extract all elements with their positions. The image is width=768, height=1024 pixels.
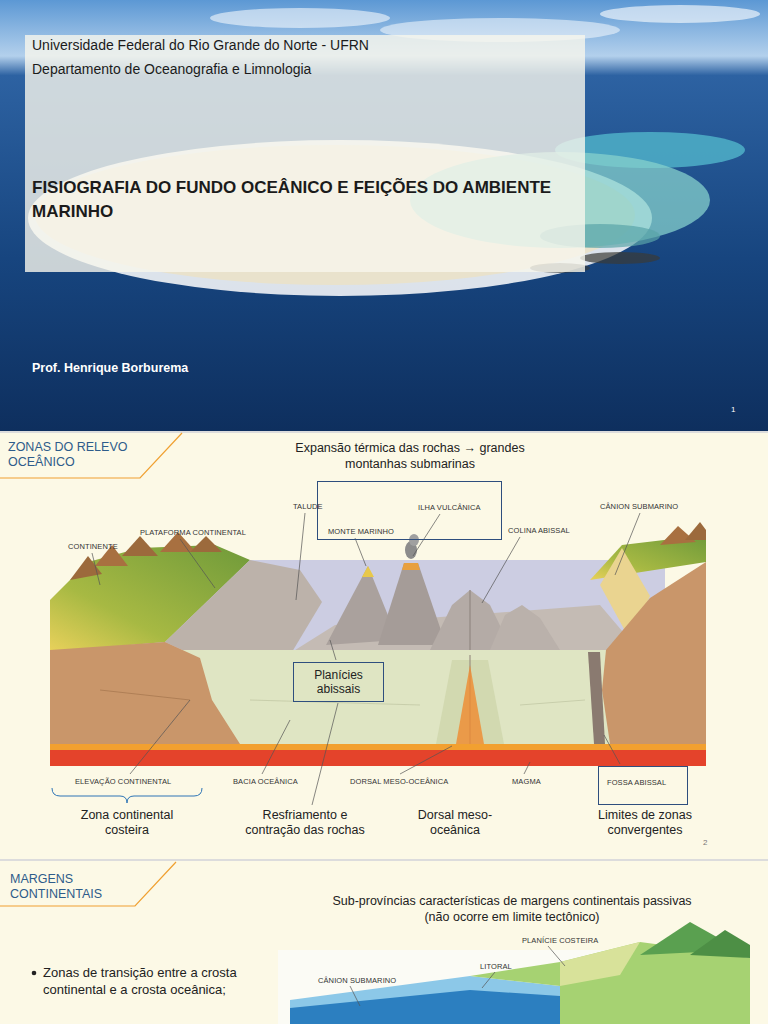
zone-caption: Resfriamento e contração das rochas <box>245 808 365 838</box>
feature-label: PLATAFORMA CONTINENTAL <box>140 528 246 537</box>
feature-label: Planícies abissais <box>304 668 374 696</box>
annotation-text: Expansão térmica das rochas → grandes mo… <box>275 440 545 472</box>
department-name: Departamento de Oceanografia e Limnologi… <box>32 60 311 78</box>
section-heading: ZONAS DO RELEVO OCEÂNICO <box>8 440 133 470</box>
institution-name: Universidade Federal do Rio Grande do No… <box>32 36 369 54</box>
feature-label: ILHA VULCÂNICA <box>418 503 481 512</box>
feature-label: TALUDE <box>293 502 323 511</box>
title-panel: Universidade Federal do Rio Grande do No… <box>25 35 585 272</box>
feature-label: FOSSA ABISSAL <box>607 778 666 787</box>
author-name: Prof. Henrique Borburema <box>32 361 188 375</box>
feature-label: PLANÍCIE COSTEIRA <box>522 936 598 945</box>
bullet-text: Zonas de transição entre a crosta contin… <box>43 964 243 998</box>
feature-label: BACIA OCEÂNICA <box>233 777 298 786</box>
feature-label: CÂNION SUBMARINO <box>318 976 396 985</box>
slide-title: FISIOGRAFIA DO FUNDO OCEÂNICO E FEIÇÕES … <box>32 176 577 224</box>
highlight-box: FOSSA ABISSAL <box>598 766 688 805</box>
feature-label: CÂNION SUBMARINO <box>600 502 678 511</box>
annotation-text: Sub-províncias características de margen… <box>322 893 702 925</box>
page-number: 1 <box>731 405 735 414</box>
feature-label: ELEVAÇÃO CONTINENTAL <box>75 777 171 786</box>
feature-label: DORSAL MESO-OCEÂNICA <box>350 777 448 786</box>
feature-label: CONTINENTE <box>68 542 118 551</box>
feature-label: MAGMA <box>512 777 541 786</box>
highlight-box: ILHA VULCÂNICA MONTE MARINHO <box>317 481 502 540</box>
page-number: 2 <box>703 838 707 847</box>
feature-label: MONTE MARINHO <box>328 527 394 536</box>
zone-caption: Zona continental costeira <box>62 808 192 838</box>
zone-caption: Dorsal meso- oceânica <box>400 808 510 838</box>
zone-caption: Limites de zonas convergentes <box>580 808 710 838</box>
feature-label: COLINA ABISSAL <box>508 526 570 535</box>
highlight-box: Planícies abissais <box>293 662 384 702</box>
feature-label: LITORAL <box>480 962 512 971</box>
section-heading: MARGENS CONTINENTAIS <box>10 872 130 902</box>
